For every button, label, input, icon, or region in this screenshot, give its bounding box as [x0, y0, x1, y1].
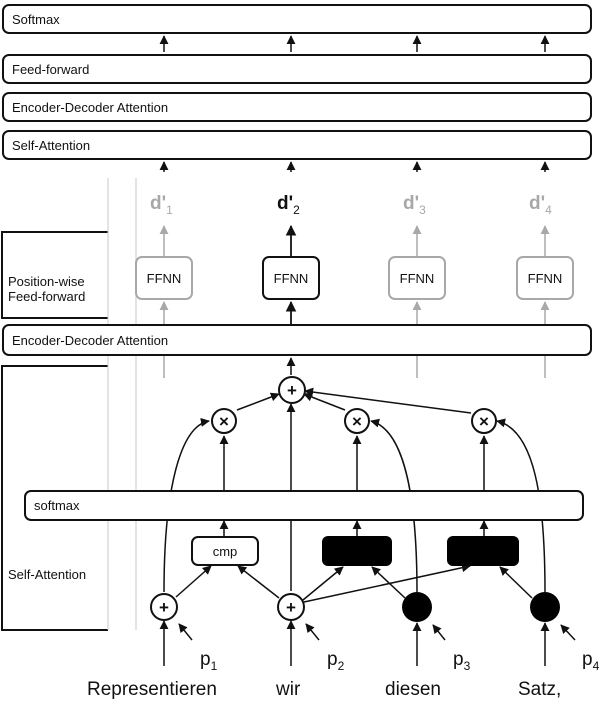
position-wise-ffn-label: Position-wise Feed-forward — [8, 274, 86, 304]
position-p3: p3 — [453, 649, 471, 673]
mid-enc-dec-attention-label: Encoder-Decoder Attention — [12, 332, 169, 348]
inner-softmax-layer: softmax — [24, 490, 584, 521]
top-self-attention-layer: Self-Attention — [2, 130, 592, 160]
sum-plus-node: + — [278, 376, 306, 404]
ffnn-box-1: FFNN — [135, 256, 193, 300]
input-plus-node-1: + — [150, 593, 178, 621]
multiply-node-1: × — [211, 408, 237, 434]
input-word-2: wir — [276, 679, 301, 700]
feed-forward-layer: Feed-forward — [2, 54, 592, 84]
multiply-node-2: × — [344, 408, 370, 434]
input-word-1: Representieren — [87, 679, 217, 700]
input-plus-node-2: + — [277, 593, 305, 621]
position-p1: p1 — [200, 649, 218, 673]
feed-forward-label: Feed-forward — [12, 61, 90, 77]
ffnn-box-2: FFNN — [262, 256, 320, 300]
input-word-3: diesen — [385, 679, 441, 700]
output-d2: d'2 — [277, 193, 300, 217]
compare-box-filled-2 — [447, 536, 519, 566]
output-d3: d'3 — [403, 193, 426, 217]
ffnn-box-3: FFNN — [388, 256, 446, 300]
input-node-filled-3 — [402, 592, 432, 622]
top-enc-dec-attention-layer: Encoder-Decoder Attention — [2, 92, 592, 122]
compare-box-filled-1 — [322, 536, 392, 566]
top-enc-dec-attention-label: Encoder-Decoder Attention — [12, 99, 169, 115]
ffnn-box-4: FFNN — [516, 256, 574, 300]
input-word-4: Satz, — [518, 679, 562, 700]
top-self-attention-label: Self-Attention — [12, 137, 91, 153]
inner-softmax-label: softmax — [34, 498, 80, 513]
input-node-filled-4 — [530, 592, 560, 622]
self-attention-side-label: Self-Attention — [8, 567, 87, 582]
output-d4: d'4 — [529, 193, 552, 217]
output-d1: d'1 — [150, 193, 173, 217]
position-p2: p2 — [327, 649, 345, 673]
position-p4: p4 — [582, 649, 600, 673]
multiply-node-3: × — [471, 408, 497, 434]
top-softmax-label: Softmax — [12, 11, 60, 27]
cmp-box: cmp — [191, 536, 259, 566]
top-softmax-layer: Softmax — [2, 4, 592, 34]
mid-enc-dec-attention-layer: Encoder-Decoder Attention — [2, 324, 592, 356]
